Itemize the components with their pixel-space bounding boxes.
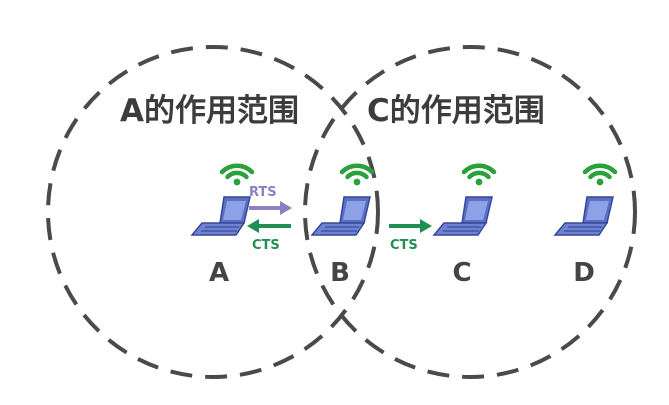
range-circle-c: [303, 45, 637, 379]
range-circle-a: [46, 45, 380, 379]
laptop-icon: [433, 196, 493, 236]
wifi-icon: [464, 166, 494, 186]
cts-arrow-to-c: [389, 219, 432, 233]
cts-label-to-a: CTS: [252, 238, 280, 253]
range-label-c: C的作用范围: [367, 93, 545, 129]
node-label-d: D: [573, 258, 595, 288]
wifi-icon: [585, 166, 615, 186]
node-label-a: A: [209, 258, 229, 288]
cts-arrow-to-a: [247, 219, 291, 233]
range-label-a: A的作用范围: [120, 93, 299, 129]
node-label-b: B: [330, 258, 350, 288]
node-d-laptop: [554, 166, 615, 236]
node-c-laptop: [433, 166, 494, 236]
node-a-laptop: [191, 166, 252, 236]
rts-label: RTS: [249, 185, 277, 200]
node-b-laptop: [311, 166, 372, 236]
wifi-icon: [222, 166, 252, 186]
cts-label-to-c: CTS: [390, 238, 418, 253]
laptop-icon: [554, 196, 614, 236]
laptop-icon: [311, 196, 371, 236]
rts-arrow: [249, 201, 292, 215]
wifi-icon: [342, 166, 372, 186]
laptop-icon: [191, 196, 251, 236]
node-label-c: C: [452, 258, 471, 288]
